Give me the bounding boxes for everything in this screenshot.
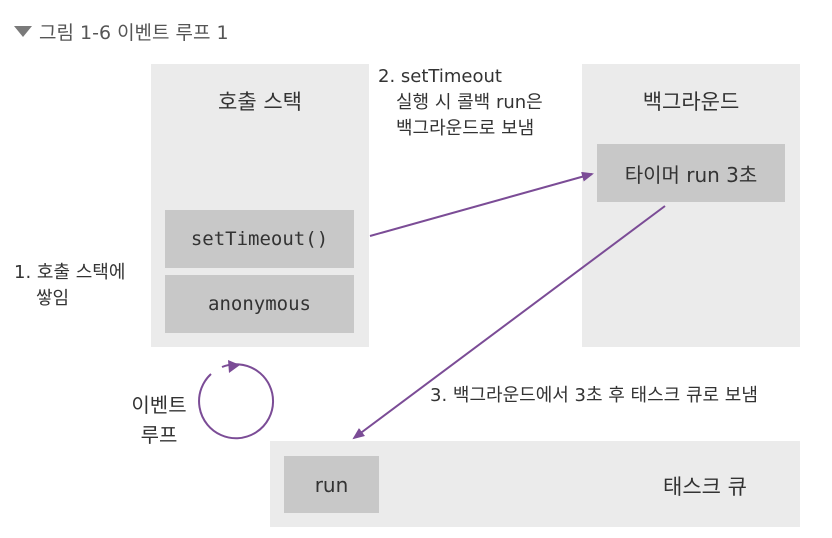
step2-annotation: 2. setTimeout 실행 시 콜백 run은 백그라운드로 보냄	[378, 64, 543, 142]
step2-line2: 실행 시 콜백 run은	[396, 92, 543, 113]
event-loop-label: 이벤트 루프	[120, 390, 198, 450]
step3-annotation: 3. 백그라운드에서 3초 후 태스크 큐로 보냄	[430, 385, 758, 406]
chevron-down-icon	[14, 26, 32, 37]
figure-caption-text: 그림 1-6 이벤트 루프 1	[39, 22, 229, 44]
arrow-to-background	[369, 171, 594, 237]
figure-caption: 그림 1-6 이벤트 루프 1	[14, 18, 229, 45]
stack-frame-settimeout: setTimeout()	[165, 210, 354, 268]
arrow-to-task-queue	[352, 205, 666, 440]
task-queue-item-run: run	[284, 456, 379, 513]
background-title: 백그라운드	[642, 90, 740, 114]
step1-annotation: 1. 호출 스택에 쌓임	[14, 260, 125, 312]
event-loop-line2: 루프	[140, 423, 178, 447]
call-stack-title: 호출 스택	[218, 90, 302, 114]
step2-line1: 2. setTimeout	[378, 66, 502, 87]
event-loop-circle	[198, 363, 274, 440]
step2-line3: 백그라운드로 보냄	[396, 118, 535, 139]
background-panel	[582, 64, 800, 347]
event-loop-line1: 이벤트	[131, 393, 187, 417]
timer-box: 타이머 run 3초	[597, 144, 785, 202]
step1-line1: 1. 호출 스택에	[14, 262, 126, 283]
event-loop-arrowhead-icon	[228, 360, 240, 373]
stack-frame-anonymous: anonymous	[165, 275, 354, 333]
step1-line2: 쌓임	[36, 288, 70, 309]
task-queue-title: 태스크 큐	[663, 475, 747, 499]
